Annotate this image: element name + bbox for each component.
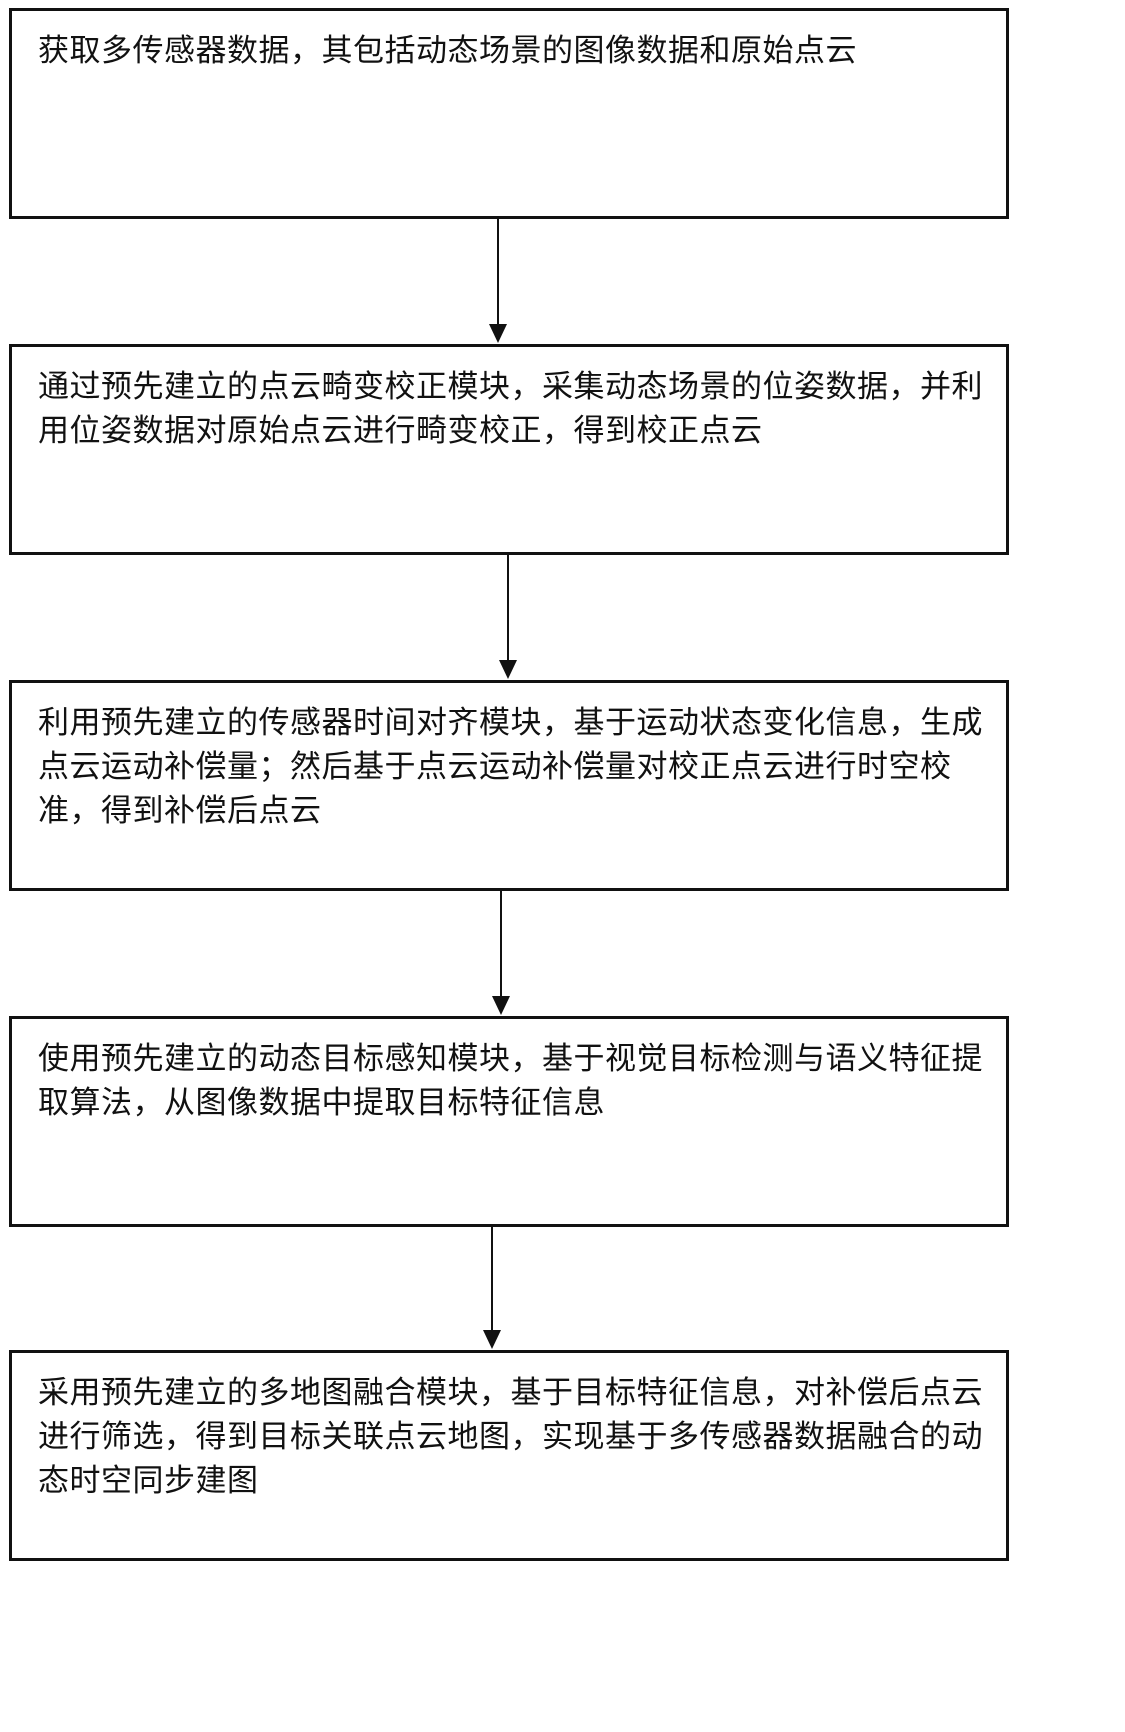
flow-step-1-text: 获取多传感器数据，其包括动态场景的图像数据和原始点云 [38,33,857,69]
arrow-4-to-5 [483,1227,501,1349]
arrow-1-to-2 [489,219,507,343]
flow-step-2-text: 通过预先建立的点云畸变校正模块，采集动态场景的位姿数据，并利 用位姿数据对原始点… [38,369,983,449]
flow-step-1: 获取多传感器数据，其包括动态场景的图像数据和原始点云 [9,8,1009,219]
flow-step-4: 使用预先建立的动态目标感知模块，基于视觉目标检测与语义特征提 取算法，从图像数据… [9,1016,1009,1227]
flow-step-3-text: 利用预先建立的传感器时间对齐模块，基于运动状态变化信息，生成 点云运动补偿量；然… [38,705,983,829]
flow-step-3: 利用预先建立的传感器时间对齐模块，基于运动状态变化信息，生成 点云运动补偿量；然… [9,680,1009,891]
flow-step-5: 采用预先建立的多地图融合模块，基于目标特征信息，对补偿后点云 进行筛选，得到目标… [9,1350,1009,1561]
flow-step-4-text: 使用预先建立的动态目标感知模块，基于视觉目标检测与语义特征提 取算法，从图像数据… [38,1041,983,1121]
arrow-2-to-3 [499,555,517,679]
flow-step-2: 通过预先建立的点云畸变校正模块，采集动态场景的位姿数据，并利 用位姿数据对原始点… [9,344,1009,555]
arrow-3-to-4 [492,891,510,1015]
flow-step-5-text: 采用预先建立的多地图融合模块，基于目标特征信息，对补偿后点云 进行筛选，得到目标… [38,1375,983,1499]
